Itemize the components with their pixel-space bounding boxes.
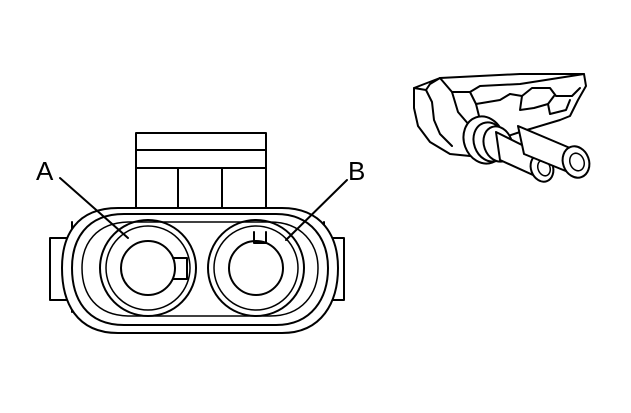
- connector-seal-ring-outer: [71, 213, 329, 326]
- connector-seal-ring-inner: [81, 221, 319, 317]
- callout-label-a: A: [36, 156, 54, 186]
- cavity-b: [207, 219, 305, 317]
- connector-isometric-view: [413, 73, 591, 183]
- connector-latch-tab: [135, 132, 267, 214]
- connector-front-view: A B: [36, 132, 365, 334]
- leader-line-a: [59, 177, 129, 239]
- leader-line-b: [285, 179, 348, 241]
- connector-outer-housing: [61, 207, 339, 334]
- iso-terminal-2: [517, 125, 591, 179]
- callout-label-b: B: [348, 156, 365, 186]
- cavity-a: [99, 219, 197, 317]
